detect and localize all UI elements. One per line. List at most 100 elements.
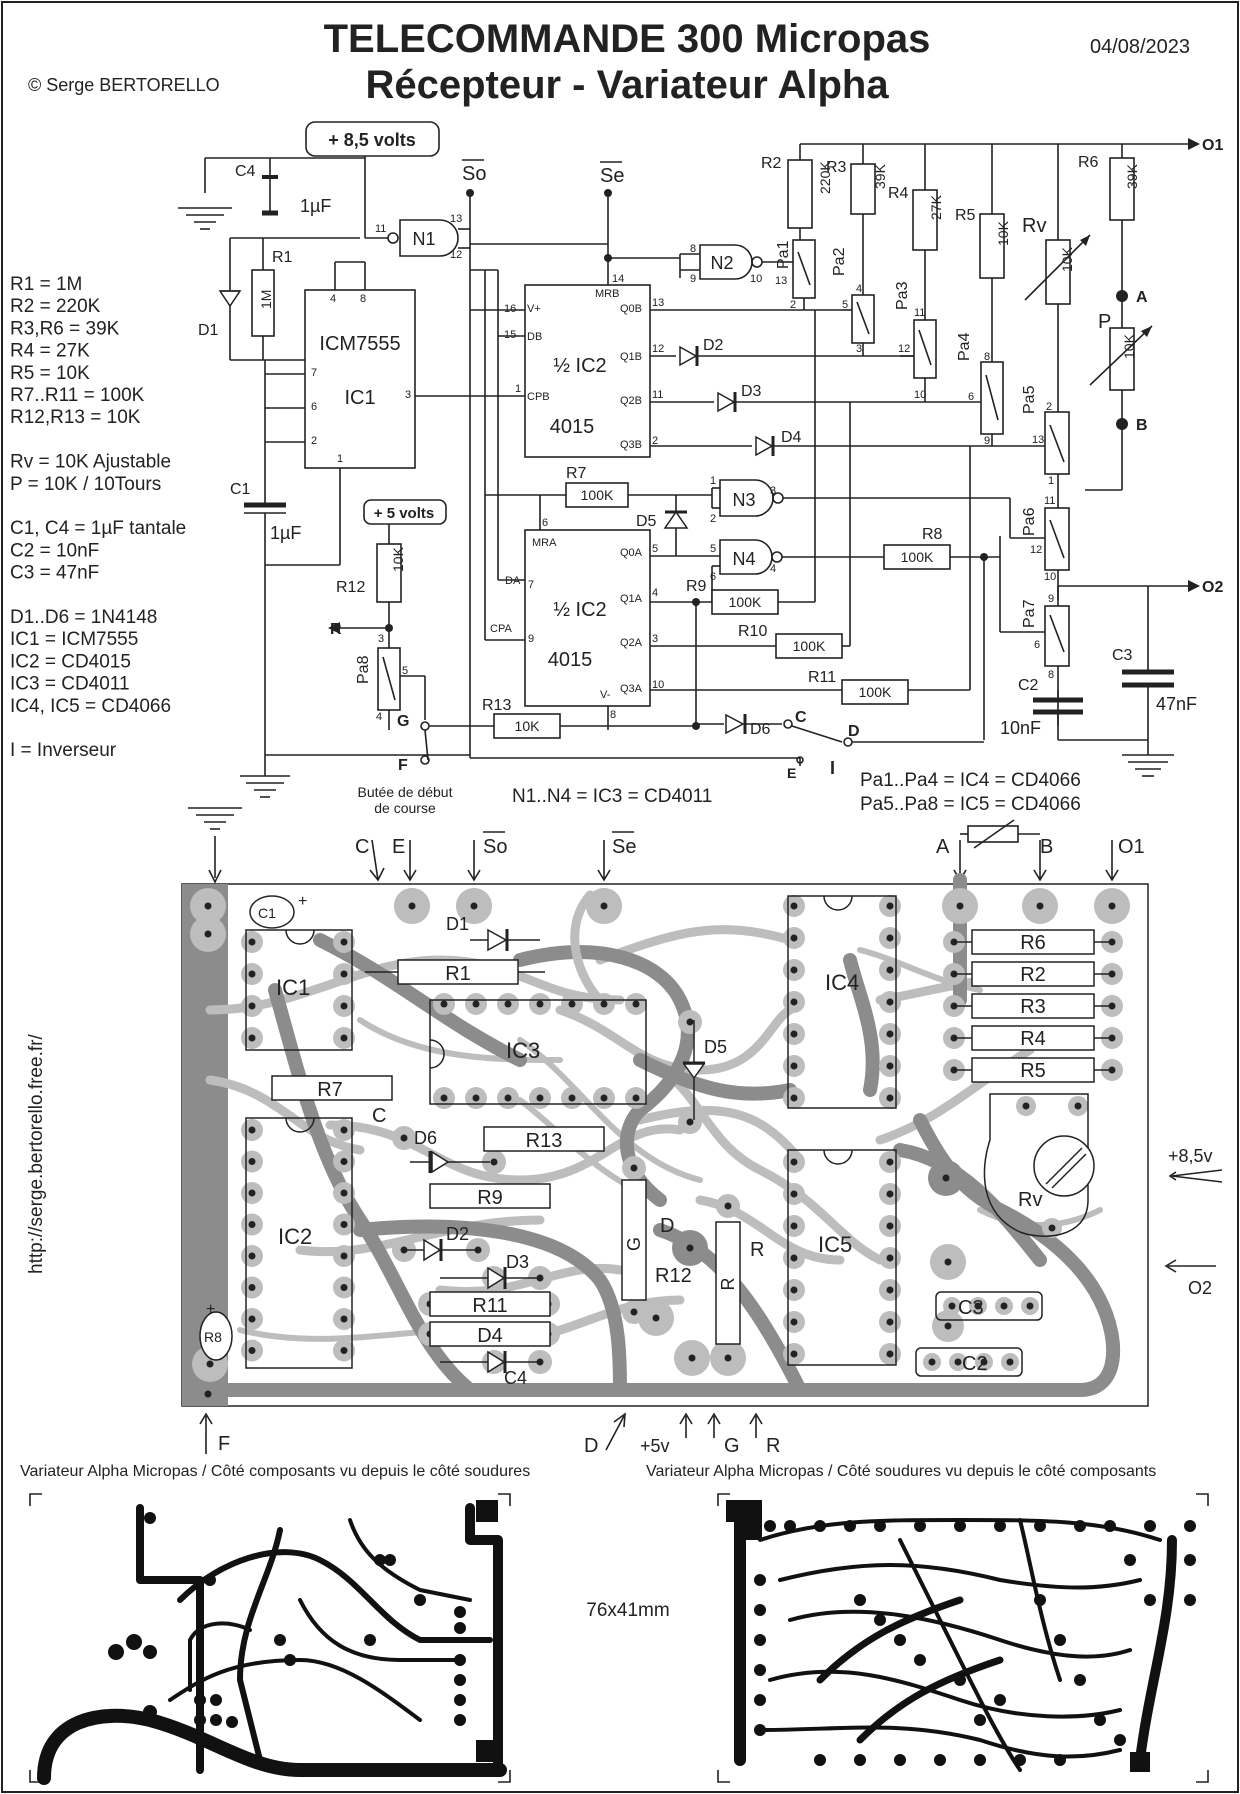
bom-line: R3,R6 = 39K — [10, 318, 120, 339]
caption-right: Variateur Alpha Micropas / Côté soudures… — [646, 1463, 1156, 1480]
supply-5-box — [363, 499, 447, 525]
board-size: 76x41mm — [586, 1600, 669, 1621]
r11-value: 100K — [859, 684, 892, 700]
pcb-label-r13: R13 — [526, 1130, 563, 1152]
r6-label: R6 — [1078, 154, 1099, 171]
c4-value: 1µF — [300, 196, 331, 216]
r2-label: R2 — [761, 155, 782, 172]
bom-line: P = 10K / 10Tours — [10, 474, 161, 495]
pcb-c4: R8 + — [199, 1301, 233, 1361]
pcb-c2 — [915, 1347, 1023, 1377]
svg-text:2: 2 — [311, 435, 317, 447]
pcb-label-r10: R11 — [472, 1295, 507, 1317]
svg-text:3: 3 — [378, 633, 384, 645]
svg-text:8: 8 — [690, 243, 696, 255]
q3b: Q3B — [620, 439, 642, 451]
p-label: P — [1098, 311, 1111, 333]
bom-line: R7..R11 = 100K — [10, 385, 145, 406]
bom-line: R4 = 27K — [10, 341, 90, 362]
svg-text:6: 6 — [1034, 639, 1040, 651]
ic2b-body — [524, 284, 651, 458]
svg-text:Pa6: Pa6 — [1021, 507, 1038, 536]
bom-line: R1 = 1M — [10, 274, 82, 295]
pin-db: DB — [527, 331, 542, 343]
svg-text:11: 11 — [1044, 495, 1055, 507]
pcb-label-r1: R1 — [445, 963, 471, 985]
right-label-85v: +8,5v — [1168, 1146, 1213, 1166]
svg-text:13: 13 — [775, 275, 787, 287]
svg-text:12: 12 — [652, 343, 664, 355]
p-value: 10K — [1121, 333, 1137, 359]
bom-line: C3 = 47nF — [10, 563, 99, 584]
se-label: Se — [600, 165, 624, 187]
c4-label: C4 — [235, 163, 256, 180]
o1-label: O1 — [1202, 137, 1223, 154]
r10-body — [775, 633, 843, 659]
g-label: G — [397, 713, 409, 730]
e-label: E — [787, 765, 796, 781]
pa8-switch: Pa8 3 5 4 — [355, 633, 408, 723]
d-switch-label: D — [848, 723, 860, 740]
r12-label: R12 — [336, 579, 365, 596]
svg-text:10: 10 — [652, 679, 664, 691]
r5-value: 10K — [995, 220, 1011, 246]
pcb-d5: D5 — [682, 1020, 727, 1120]
ic2a-type: 4015 — [548, 649, 593, 671]
pin-vplus: V+ — [527, 303, 541, 315]
bom-line: R5 = 10K — [10, 363, 90, 384]
svg-text:5: 5 — [842, 299, 848, 311]
right-label-o2: O2 — [1188, 1278, 1212, 1298]
svg-text:4: 4 — [376, 711, 382, 723]
svg-text:12: 12 — [450, 249, 462, 261]
svg-text:Pa1: Pa1 — [775, 240, 792, 269]
r7-label: R7 — [566, 465, 587, 482]
svg-text:2: 2 — [790, 299, 796, 311]
pcb-label-r: R — [750, 1239, 764, 1261]
title-line1: TELECOMMANDE 300 Micropas — [324, 17, 931, 61]
supply-85-label: + 8,5 volts — [328, 130, 416, 150]
r3-label: R3 — [826, 159, 847, 176]
pcb-resistor-label: R2 — [1020, 964, 1046, 986]
pcb-label-r12: R — [718, 1278, 738, 1291]
pin-cpa: CPA — [490, 623, 512, 635]
svg-text:2: 2 — [1046, 401, 1052, 413]
pcb-r7 — [271, 1075, 393, 1101]
d2-label: D2 — [703, 337, 724, 354]
r6-body — [1109, 157, 1135, 221]
pcb-top-connectors: C E So Se A B O1 — [355, 819, 1145, 882]
top-label-o1: O1 — [1118, 836, 1145, 858]
pcb-ic4 — [787, 895, 897, 1109]
b-label: B — [1136, 417, 1148, 434]
title-line2: Récepteur - Variateur Alpha — [365, 63, 889, 107]
pcb-label-r9: R9 — [477, 1187, 503, 1209]
n3-label: N3 — [732, 490, 755, 510]
svg-text:6: 6 — [710, 571, 716, 583]
svg-text:Pa4: Pa4 — [956, 332, 973, 361]
r7-value: 100K — [581, 487, 614, 503]
pcb-label-r8: G — [624, 1237, 644, 1251]
d1-label: D1 — [198, 322, 219, 339]
copper-print-left — [29, 1493, 511, 1785]
svg-text:1: 1 — [515, 383, 521, 395]
bom-line: IC3 = CD4011 — [10, 674, 130, 695]
pcb-resistor — [971, 993, 1095, 1019]
bom-line: IC4, IC5 = CD4066 — [10, 696, 171, 717]
r8-value: 100K — [901, 549, 934, 565]
c-switch-label: C — [795, 709, 807, 726]
svg-text:+: + — [298, 893, 307, 910]
r4-label: R4 — [888, 185, 909, 202]
top-label-b: B — [1040, 836, 1053, 858]
r9-label: R9 — [686, 578, 707, 595]
ic1-label: IC1 — [344, 387, 375, 409]
ic1-body — [304, 289, 416, 469]
pcb-label-ic3: IC3 — [506, 1038, 540, 1063]
pa5-switch: Pa5 2 13 1 — [1000, 385, 1070, 490]
side-url: http://serge.bertorello.free.fr/ — [26, 1034, 47, 1274]
pcb-label-ic2: IC2 — [278, 1224, 312, 1249]
copper-print-right — [717, 1493, 1209, 1783]
supply-85-box — [305, 121, 440, 157]
r12-value: 10K — [390, 546, 406, 572]
r6-value: 39K — [1124, 163, 1140, 189]
n1-label: N1 — [412, 229, 435, 249]
bom-line: IC2 = CD4015 — [10, 651, 131, 672]
